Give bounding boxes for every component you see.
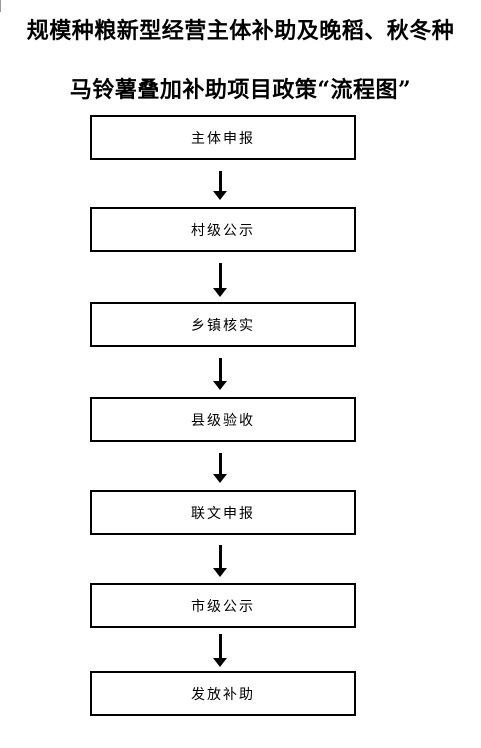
page-title-line-1: 规模种粮新型经营主体补助及晚稻、秋冬种 <box>26 18 455 44</box>
arrow-shaft <box>219 358 222 382</box>
arrow-head <box>213 191 227 200</box>
flow-arrow-down-icon <box>213 453 227 483</box>
arrow-shaft <box>219 634 222 659</box>
arrow-head <box>213 658 227 667</box>
step-box-5: 联文申报 <box>90 490 356 535</box>
arrow-shaft <box>219 171 222 192</box>
flow-arrow-down-icon <box>213 358 227 390</box>
flow-arrow-down-icon <box>213 171 227 200</box>
arrow-head <box>213 288 227 297</box>
flow-arrow-down-icon <box>213 545 227 577</box>
flow-arrow-down-icon <box>213 263 227 297</box>
step-box-2: 村级公示 <box>90 207 356 252</box>
page-corner-mark <box>0 0 4 12</box>
arrow-head <box>213 381 227 390</box>
flow-arrow-down-icon <box>213 634 227 667</box>
step-box-4: 县级验收 <box>90 397 356 442</box>
step-box-6: 市级公示 <box>90 583 356 628</box>
step-box-1: 主体申报 <box>90 115 356 160</box>
step-box-3: 乡镇核实 <box>90 302 356 347</box>
arrow-shaft <box>219 453 222 475</box>
step-box-7: 发放补助 <box>90 671 356 716</box>
arrow-shaft <box>219 545 222 569</box>
arrow-head <box>213 568 227 577</box>
arrow-shaft <box>219 263 222 289</box>
arrow-head <box>213 474 227 483</box>
page-title-line-2: 马铃薯叠加补助项目政策“流程图” <box>69 77 412 103</box>
